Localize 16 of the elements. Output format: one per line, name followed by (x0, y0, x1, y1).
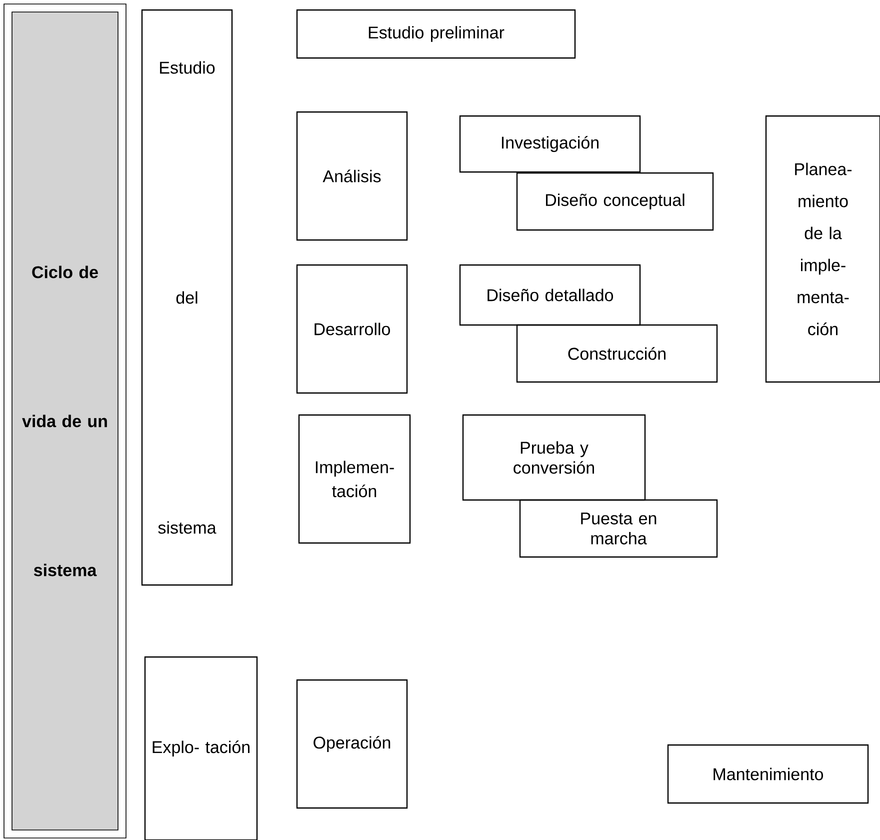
stage-box: Estudio del sistema (141, 9, 233, 586)
stage-box: Investigación (459, 115, 641, 173)
stage-box: Estudio preliminar (296, 9, 576, 59)
stage-box: Desarrollo (296, 264, 408, 394)
title-band: Ciclo de vida de un sistema (4, 4, 126, 838)
stage-box: Planea- miento de la imple- menta- ción (765, 115, 880, 383)
stage-box: Análisis (296, 111, 408, 241)
stage-box: Diseño conceptual (516, 172, 714, 231)
stage-box: Implemen- tación (298, 414, 411, 544)
stage-box: Diseño detallado (459, 264, 641, 326)
stage-box: Construcción (516, 324, 718, 383)
stage-box: Prueba y conversión (462, 414, 646, 501)
stage-box: Explo- tación (144, 656, 258, 840)
stage-box: Mantenimiento (667, 744, 869, 804)
stage-box: Operación (296, 679, 408, 809)
stage-box: Puesta en marcha (519, 499, 718, 558)
